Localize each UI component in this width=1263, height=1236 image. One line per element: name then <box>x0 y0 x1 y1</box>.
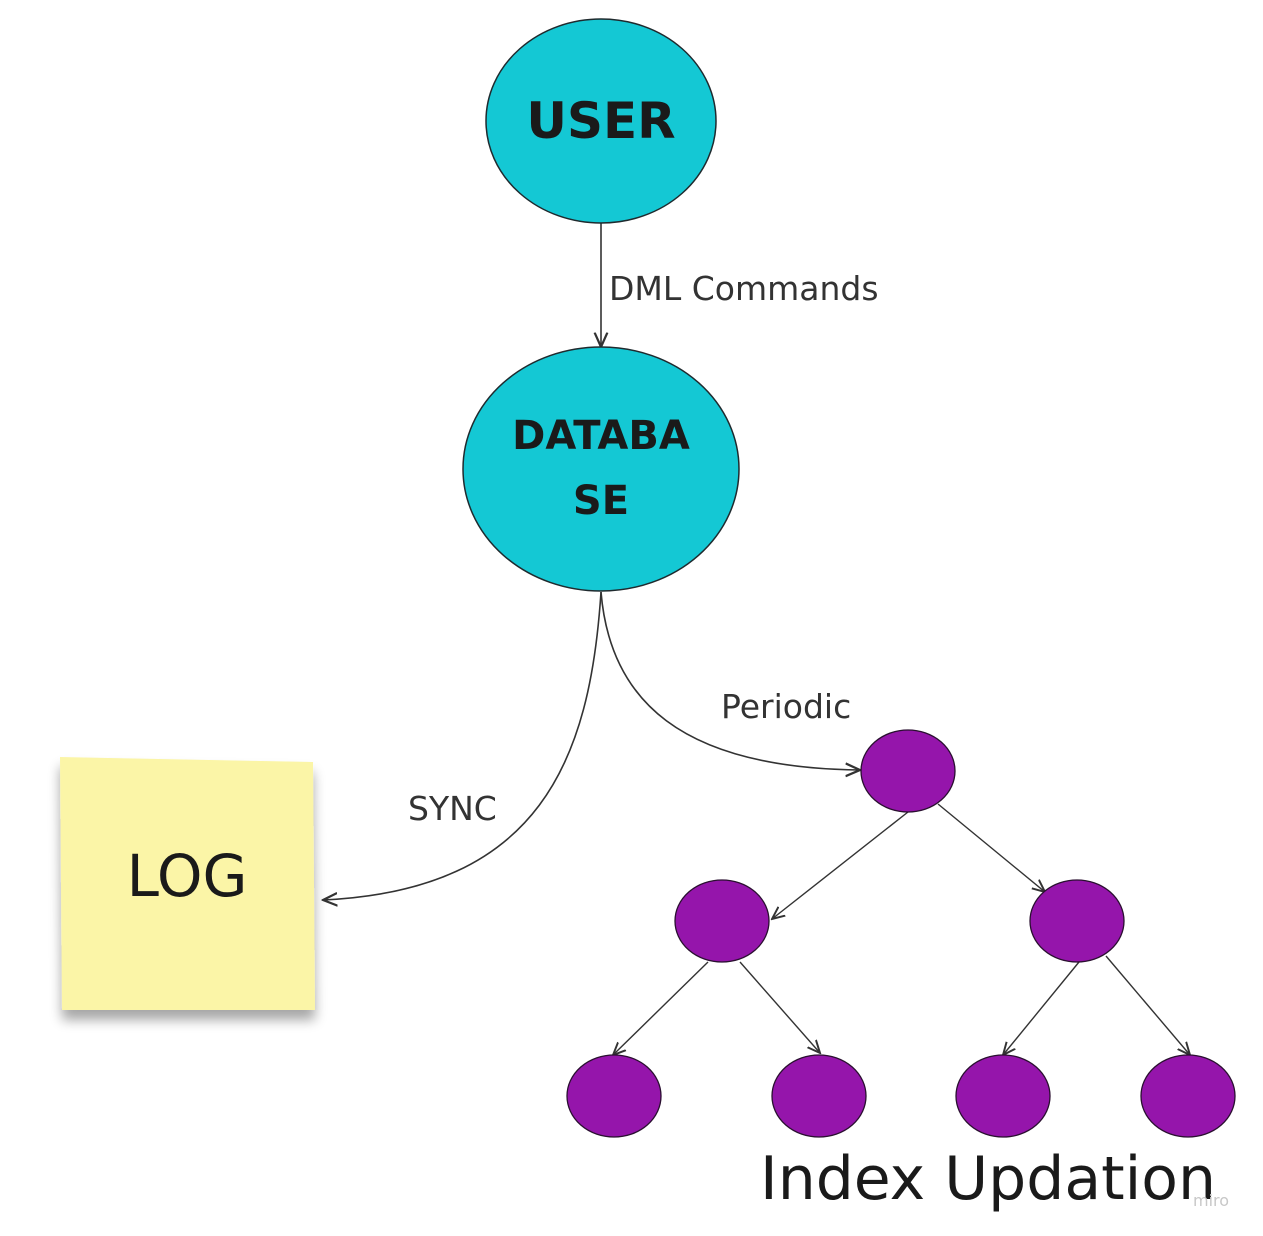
tree-edge-root-left <box>772 811 909 919</box>
tree-edge-left-leaf2 <box>739 961 820 1053</box>
tree-edge-root-right <box>937 803 1045 892</box>
miro-watermark: miro <box>1193 1191 1229 1210</box>
tree-node-leaf-2[interactable] <box>771 1054 867 1138</box>
user-node-label: USER <box>526 92 675 150</box>
index-tree-edges <box>613 803 1190 1055</box>
edge-label-periodic: Periodic <box>721 687 851 726</box>
database-node-label-line2: SE <box>573 478 629 524</box>
edge-database-to-log <box>323 591 602 900</box>
index-tree-nodes <box>566 729 1236 1138</box>
edge-label-sync: SYNC <box>408 789 497 828</box>
edge-database-to-index-root <box>600 591 860 770</box>
tree-node-leaf-4[interactable] <box>1140 1054 1236 1138</box>
tree-node-leaf-1[interactable] <box>566 1054 662 1138</box>
tree-node-root[interactable] <box>860 729 956 813</box>
user-node[interactable]: USER <box>485 18 717 224</box>
tree-edge-right-leaf3 <box>1003 961 1080 1055</box>
log-sticky-note[interactable]: LOG <box>60 757 315 1010</box>
database-node[interactable]: DATABA SE <box>462 346 740 592</box>
tree-node-leaf-3[interactable] <box>955 1054 1051 1138</box>
tree-node-left[interactable] <box>674 879 770 963</box>
tree-edge-left-leaf1 <box>613 961 709 1055</box>
edge-label-dml-commands: DML Commands <box>609 269 879 308</box>
tree-node-right[interactable] <box>1029 879 1125 963</box>
database-node-label-line1: DATABA <box>512 413 690 459</box>
index-updation-caption: Index Updation <box>760 1144 1216 1214</box>
log-sticky-label: LOG <box>127 842 248 910</box>
tree-edge-right-leaf4 <box>1105 955 1190 1055</box>
